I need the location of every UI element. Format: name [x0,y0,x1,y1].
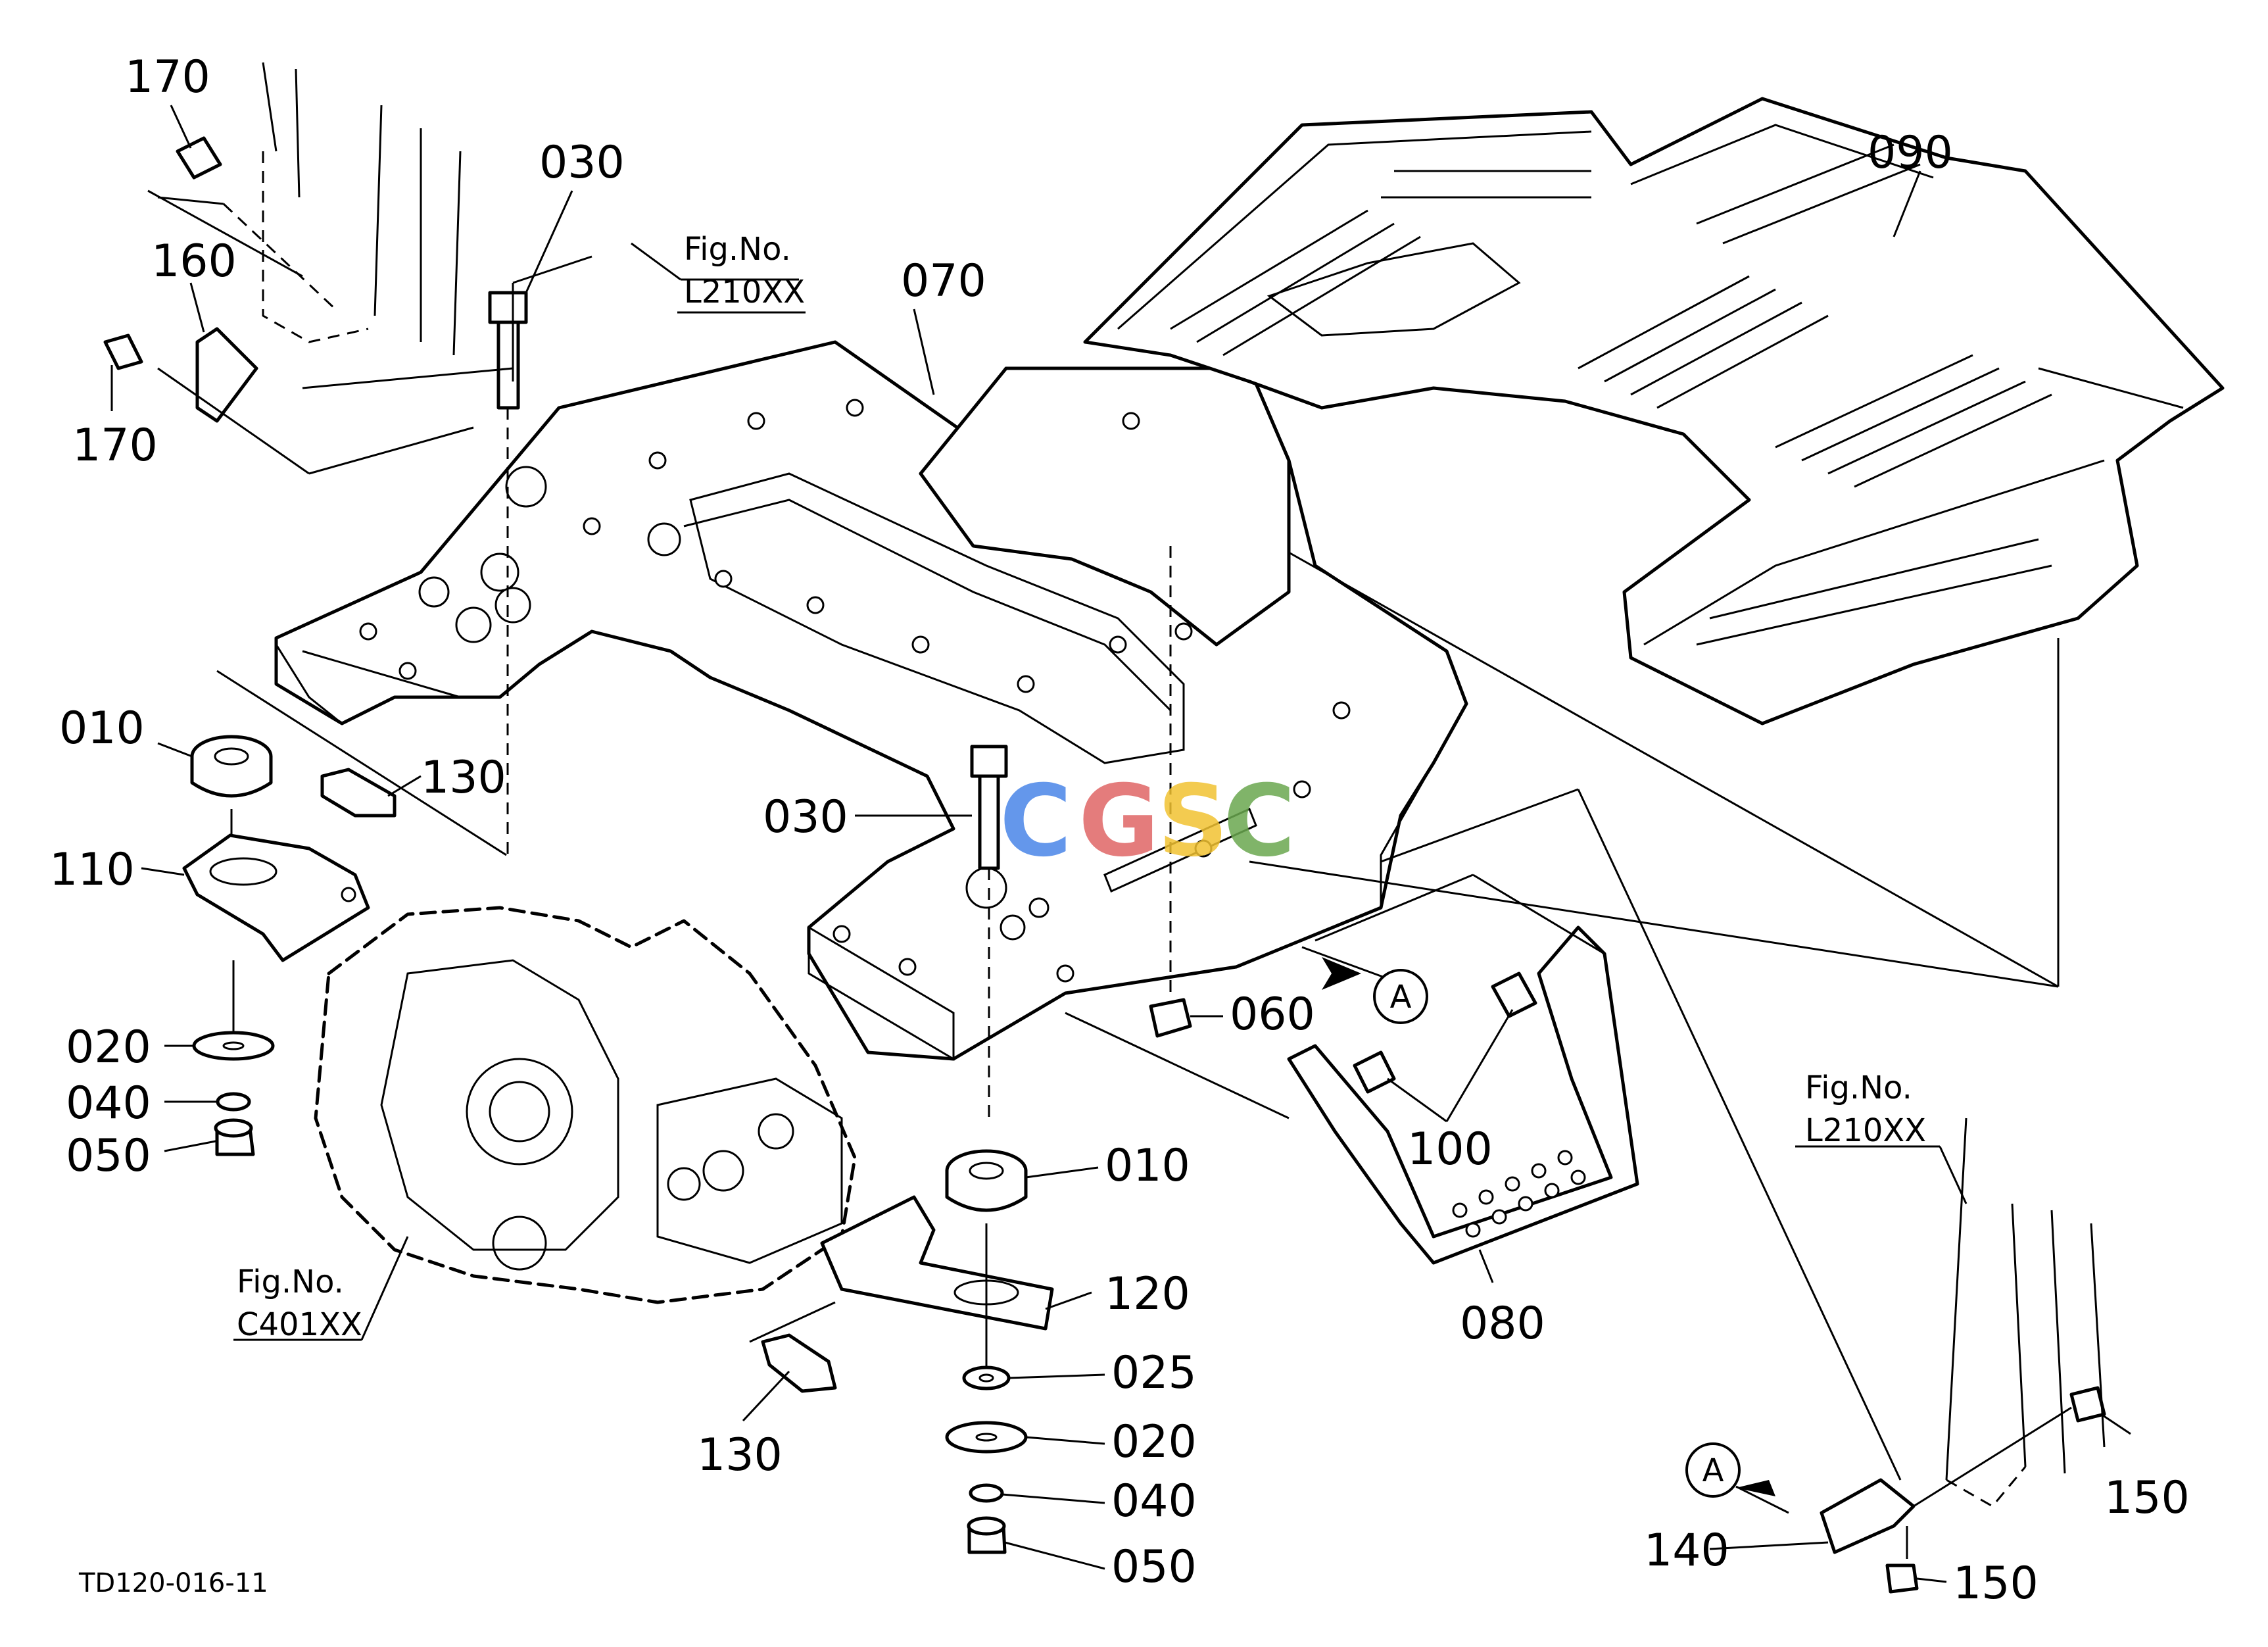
mount-010-left [190,735,273,798]
callout-130-left: 130 [421,752,506,804]
view-arrows [1322,957,1775,1496]
callout-050-center: 050 [1111,1541,1197,1593]
callout-160: 160 [151,235,237,287]
callout-040-left: 040 [66,1077,151,1129]
callout-030-mid: 030 [763,791,848,843]
bolt-100-a [1353,1050,1396,1094]
floor-plate-070 [274,340,1468,1061]
figure-references: Fig.No. L210XX Fig.No. C401XX Fig.No. L2… [237,231,1926,1343]
lockwasher-040-left [216,1092,251,1112]
plate-holes [359,399,1351,983]
lockwasher-040-center [969,1483,1004,1503]
nut-050-left [214,1118,255,1156]
ref-right-line2: L210XX [1805,1112,1926,1149]
callout-090: 090 [1868,127,1953,179]
washer-020-center [945,1421,1028,1454]
callout-080: 080 [1460,1298,1545,1350]
plug-060 [1149,998,1192,1038]
ref-top-line2: L210XX [684,274,805,310]
callout-025: 025 [1111,1347,1197,1399]
bracket-120 [820,1195,1054,1331]
bolt-150-right [2069,1386,2106,1423]
callout-060: 060 [1230,989,1315,1041]
bracket-110 [182,833,370,962]
callout-050-left: 050 [66,1130,151,1182]
callout-170-top: 170 [125,51,210,103]
ref-left-line2: C401XX [237,1306,362,1343]
callout-020-center: 020 [1111,1416,1197,1468]
callout-030-top: 030 [539,137,625,189]
view-marker-a-bottom: A [1685,1442,1741,1498]
washer-025 [962,1365,1011,1390]
bracket-140 [1820,1478,1916,1554]
view-marker-a-center: A [1373,969,1428,1024]
bolt-130-left [320,768,397,818]
washer-020-left [192,1031,275,1061]
mount-010-center [945,1149,1028,1212]
drawing-code: TD120-016-11 [78,1568,268,1598]
transmission-housing [314,906,857,1304]
bolt-030-mid [970,745,1008,870]
callout-150-bottom: 150 [1953,1558,2039,1610]
watermark-letter-3: S [1157,764,1228,879]
callout-140: 140 [1644,1525,1729,1577]
callout-170-mid: 170 [72,420,158,472]
bolt-150-bottom [1885,1563,1919,1594]
floor-mat-090 [1083,97,2225,725]
callout-130-bottom: 130 [697,1429,783,1481]
callout-100: 100 [1407,1123,1493,1175]
callout-110: 110 [49,844,135,896]
callout-040-center: 040 [1111,1475,1197,1527]
watermark-letter-1: C [1000,764,1072,879]
ref-right-line1: Fig.No. [1805,1069,1912,1106]
arrow-head-a-bottom [1736,1480,1775,1496]
bolt-030-top [488,291,528,410]
leader-lines [110,105,2131,1583]
bolt-100-b [1491,971,1537,1018]
reference-outlines [262,62,2106,1508]
watermark-letter-4: C [1223,764,1295,879]
bolt-170-top [176,136,222,180]
ref-top-line1: Fig.No. [684,231,791,268]
callout-010-center: 010 [1105,1140,1190,1192]
callout-150-right: 150 [2104,1472,2190,1524]
mat-ribs [1170,143,2184,646]
ref-left-line1: Fig.No. [237,1264,344,1300]
watermark-cgsc: C G S C [1000,764,1295,879]
callout-010-left: 010 [59,702,145,754]
bracket-160 [195,327,258,423]
view-marker-a-bottom-text: A [1702,1452,1724,1489]
callout-020-left: 020 [66,1021,151,1073]
bolt-130-bottom [761,1333,837,1393]
step-holes [1452,1150,1586,1238]
callout-070: 070 [901,255,986,307]
step-080 [1287,925,1639,1265]
callout-labels: 170 160 170 030 070 090 010 130 110 020 … [49,51,2190,1610]
callout-120: 120 [1105,1268,1190,1320]
watermark-letter-2: G [1078,764,1159,879]
view-marker-a-center-text: A [1390,979,1412,1016]
arrow-head-a-center [1322,957,1361,990]
nut-050-center [967,1516,1007,1554]
bolt-170-mid [103,333,143,370]
assembly-lines [147,189,2072,1559]
